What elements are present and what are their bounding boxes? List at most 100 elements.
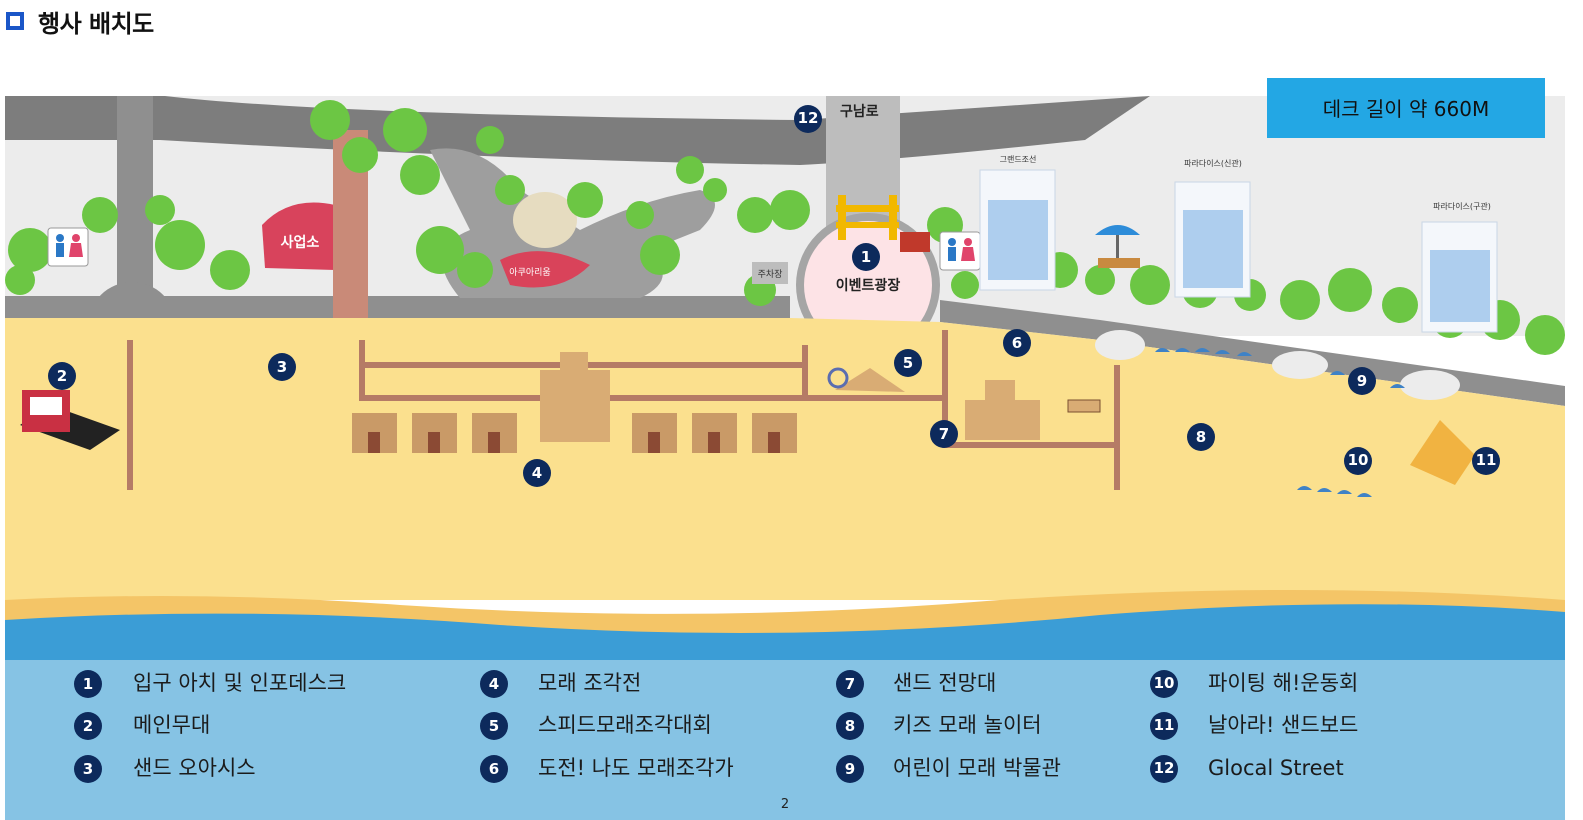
svg-text:6: 6	[489, 760, 499, 778]
svg-text:도전! 나도 모래조각가: 도전! 나도 모래조각가	[538, 756, 734, 780]
svg-text:입구 아치 및 인포데스크: 입구 아치 및 인포데스크	[133, 671, 346, 695]
svg-text:12: 12	[798, 109, 819, 127]
svg-text:어린이 모래 박물관: 어린이 모래 박물관	[893, 756, 1061, 780]
svg-text:파이팅 해!운동회: 파이팅 해!운동회	[1208, 671, 1358, 695]
marker-10: 10	[1344, 447, 1372, 475]
office-building	[262, 202, 335, 270]
stopwatch-icon	[827, 367, 849, 389]
map-markers: 1 2 3 4 5 6 7 8 9 10 11 12	[48, 105, 1500, 487]
legend-item-5: 5 스피드모래조각대회	[480, 712, 712, 740]
svg-text:10: 10	[1154, 674, 1175, 692]
title-row: 행사 배치도	[6, 4, 154, 38]
promenade-left	[5, 296, 790, 318]
svg-text:날아라! 샌드보드: 날아라! 샌드보드	[1208, 713, 1358, 737]
svg-text:9: 9	[1357, 372, 1367, 390]
svg-text:10: 10	[1348, 451, 1369, 469]
svg-text:8: 8	[1196, 428, 1206, 446]
svg-text:파라다이스(구관): 파라다이스(구관)	[1433, 201, 1491, 211]
parking-building	[752, 262, 788, 284]
svg-text:7: 7	[939, 425, 949, 443]
hotel-paradise-new: 파라다이스(신관)	[1174, 158, 1251, 298]
svg-text:스피드모래조각대회: 스피드모래조각대회	[538, 713, 712, 737]
svg-text:샌드 오아시스: 샌드 오아시스	[133, 756, 256, 780]
svg-text:메인무대: 메인무대	[133, 713, 210, 737]
marker-1: 1	[852, 243, 880, 271]
marker-12: 12	[794, 105, 822, 133]
road-label: 구남로	[840, 103, 879, 120]
event-plaza-label: 이벤트광장	[836, 277, 901, 294]
deck-length-label: 데크 길이 약 660M	[1323, 97, 1490, 121]
marker-9: 9	[1348, 367, 1376, 395]
beach-parasols	[1155, 348, 1405, 497]
deck-length-banner	[1267, 78, 1545, 138]
svg-text:3: 3	[277, 358, 287, 376]
svg-text:키즈 모래 놀이터: 키즈 모래 놀이터	[893, 713, 1042, 737]
parking-label: 주차장	[758, 268, 783, 280]
marker-7: 7	[930, 420, 958, 448]
svg-text:1: 1	[83, 675, 93, 693]
svg-text:그랜드조선: 그랜드조선	[1000, 154, 1037, 164]
legend-item-12: 12 Glocal Street	[1150, 755, 1344, 783]
legend-item-1: 1 입구 아치 및 인포데스크	[74, 670, 346, 698]
hotel-paradise-old: 파라다이스(구관)	[1421, 201, 1498, 333]
beach-bumps	[1095, 330, 1460, 400]
wave-line	[5, 604, 1565, 665]
sand-pile-icon	[835, 368, 905, 392]
svg-text:파라다이스(신관): 파라다이스(신관)	[1184, 158, 1242, 168]
square-bullet-icon	[6, 12, 24, 30]
svg-text:5: 5	[489, 717, 499, 735]
svg-text:7: 7	[845, 675, 855, 693]
event-plaza	[804, 221, 932, 349]
svg-text:Glocal Street: Glocal Street	[1208, 756, 1344, 780]
marker-8: 8	[1187, 423, 1215, 451]
legend-item-9: 9 어린이 모래 박물관	[836, 755, 1061, 783]
marker-6: 6	[1003, 329, 1031, 357]
svg-text:샌드 전망대: 샌드 전망대	[893, 671, 996, 695]
svg-text:12: 12	[1154, 759, 1175, 777]
svg-text:3: 3	[83, 760, 93, 778]
sea	[5, 660, 1565, 820]
svg-text:4: 4	[532, 464, 542, 482]
marker-3: 3	[268, 353, 296, 381]
svg-text:1: 1	[861, 248, 871, 266]
legend-item-2: 2 메인무대	[74, 712, 210, 740]
office-label: 사업소	[281, 235, 320, 251]
svg-text:11: 11	[1154, 716, 1175, 734]
aquarium-label: 아쿠아리움	[509, 267, 550, 278]
svg-text:8: 8	[845, 717, 855, 735]
legend-item-7: 7 샌드 전망대	[836, 670, 996, 698]
marker-2: 2	[48, 362, 76, 390]
legend-item-4: 4 모래 조각전	[480, 670, 641, 698]
legend-item-6: 6 도전! 나도 모래조각가	[480, 755, 734, 783]
svg-text:2: 2	[57, 367, 67, 385]
page-number: 2	[781, 797, 789, 812]
svg-text:9: 9	[845, 760, 855, 778]
marker-4: 4	[523, 459, 551, 487]
aquarium-dome	[513, 192, 577, 248]
svg-text:4: 4	[489, 675, 499, 693]
sand-castle-icon	[540, 352, 610, 442]
svg-text:11: 11	[1476, 451, 1497, 469]
bench-icon	[1067, 399, 1101, 413]
svg-text:6: 6	[1012, 334, 1022, 352]
legend-item-11: 11 날아라! 샌드보드	[1150, 712, 1358, 740]
svg-text:2: 2	[83, 717, 93, 735]
aquarium-sign	[500, 251, 590, 288]
restroom-icon	[47, 227, 89, 267]
restroom-icon	[939, 231, 981, 271]
stall-doors	[368, 432, 780, 453]
legend-item-3: 3 샌드 오아시스	[74, 755, 256, 783]
legend-item-8: 8 키즈 모래 놀이터	[836, 712, 1042, 740]
entrance-arch-icon	[836, 195, 930, 252]
marker-5: 5	[894, 349, 922, 377]
sand-castle-icon	[965, 380, 1040, 440]
sandboard-slope	[1410, 420, 1475, 485]
sand-beach	[5, 318, 1565, 600]
svg-text:모래 조각전: 모래 조각전	[538, 671, 641, 695]
page-title: 행사 배치도	[38, 9, 154, 38]
parasol-icon	[1095, 225, 1140, 268]
legend: 1 입구 아치 및 인포데스크 2 메인무대 3 샌드 오아시스 4 모래 조각전 5 스…	[74, 670, 1358, 783]
legend-item-10: 10 파이팅 해!운동회	[1150, 670, 1358, 698]
hotel-grand-josun: 그랜드조선	[979, 154, 1056, 291]
